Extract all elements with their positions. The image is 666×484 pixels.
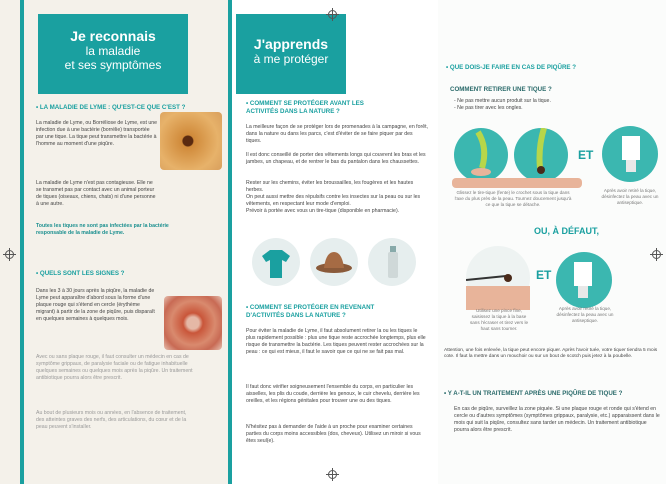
- panel1-section1-para1: La maladie de Lyme, ou Borréliose de Lym…: [36, 120, 158, 147]
- panel1-header-line1: Je reconnais: [70, 28, 156, 44]
- panel3-title: • QUE DOIS-JE FAIRE EN CAS DE PIQÛRE ?: [446, 64, 577, 71]
- skin-strip-1: [452, 178, 582, 188]
- panel1-section2-para1: Dans les 3 à 30 jours après la piqûre, l…: [36, 288, 155, 322]
- panel1-section2-para3: Au bout de plusieurs mois ou années, en …: [36, 410, 187, 430]
- tick-remover-illustration-2: [514, 127, 568, 182]
- panel3-note: Attention, une fois enlevée, la tique pe…: [444, 348, 658, 359]
- repellent-spray-icon: [368, 238, 416, 286]
- panel3-sub2: • Y A-T-IL UN TRAITEMENT APRÈS UNE PIQÛR…: [444, 390, 623, 397]
- hat-icon: [310, 238, 358, 286]
- panel2-section2-para2: Il faut donc vérifier soigneusement l'en…: [246, 384, 420, 404]
- panel2-header-line1: J'apprends: [253, 36, 329, 52]
- long-clothes-icon: [252, 238, 300, 286]
- panel3-bullet2: - Ne pas tirer avec les ongles.: [454, 105, 523, 111]
- panel2-section1-para4: On peut aussi mettre des répulsifs contr…: [246, 194, 421, 207]
- panel1-section1-para2: La maladie de Lyme n'est pas contagieuse…: [36, 180, 156, 207]
- panel2-section2-title: • COMMENT SE PROTÉGER EN REVENANT D'ACTI…: [246, 304, 375, 319]
- panel-what-to-do: • QUE DOIS-JE FAIRE EN CAS DE PIQÛRE ? C…: [438, 0, 666, 484]
- panel2-header: J'apprends à me protéger: [236, 14, 346, 94]
- panel3-sub1: COMMENT RETIRER UNE TIQUE ?: [450, 86, 552, 93]
- panel2-header-line2: à me protéger: [253, 52, 329, 66]
- panel2-section1-title: • COMMENT SE PROTÉGER AVANT LES ACTIVITÉ…: [246, 100, 364, 115]
- panel3-caption4: Après avoir retiré la tique, désinfectez…: [556, 306, 614, 323]
- panel-protection: J'apprends à me protéger • COMMENT SE PR…: [228, 0, 438, 484]
- panel2-section1-para5: Prévoir à portée avec vous un tire-tique…: [246, 208, 400, 214]
- panel3-caption1: Glissez le tire-tique (fente) le crochet…: [454, 190, 572, 207]
- tick-remover-illustration-1: [454, 128, 508, 182]
- panel3-caption3: Utilisez une pince fine, saisissez la ti…: [469, 308, 529, 331]
- panel2-stripe: [228, 0, 232, 484]
- panel3-sub2-para: En cas de piqûre, surveillez la zone piq…: [454, 406, 660, 433]
- registration-mark-top: [326, 8, 339, 21]
- antiseptic-illustration-1: [602, 126, 658, 182]
- registration-mark-bottom: [326, 468, 339, 481]
- panel2-section1-para1: La meilleure façon de se protéger lors d…: [246, 124, 428, 144]
- panel1-section2-para2: Avec ou sans plaque rouge, il faut consu…: [36, 354, 193, 381]
- panel1-section1-para3: Toutes les tiques ne sont pas infectées …: [36, 223, 169, 236]
- panel3-caption2: Après avoir retiré la tique, désinfectez…: [601, 188, 659, 205]
- panel1-header-line2: la maladie: [85, 44, 141, 58]
- panel1-header-line3: et ses symptômes: [64, 58, 162, 72]
- panel1-stripe: [20, 0, 24, 484]
- panel-symptoms: Je reconnais la maladie et ses symptômes…: [0, 0, 228, 484]
- registration-mark-right: [650, 248, 663, 261]
- panel2-section1-para3: Rester sur les chemins, éviter les brous…: [246, 180, 414, 193]
- panel2-section2-para1: Pour éviter la maladie de Lyme, il faut …: [246, 328, 426, 355]
- panel2-section1-para2: Il est donc conseillé de porter des vête…: [246, 152, 426, 165]
- antiseptic-illustration-2: [556, 252, 612, 308]
- panel3-et1: ET: [578, 148, 594, 162]
- erythema-migrans-photo: [164, 296, 222, 350]
- panel3-ou: OU, À DÉFAUT,: [534, 226, 600, 236]
- tick-on-skin-photo: [160, 112, 222, 170]
- registration-mark-left: [3, 248, 16, 261]
- panel2-section2-para3: N'hésitez pas à demander de l'aide à un …: [246, 424, 421, 444]
- panel3-et2: ET: [536, 268, 552, 282]
- panel1-section2-title: • QUELS SONT LES SIGNES ?: [36, 270, 125, 277]
- panel1-header: Je reconnais la maladie et ses symptômes: [38, 14, 188, 94]
- panel1-section1-title: • LA MALADIE DE LYME : QU'EST-CE QUE C'E…: [36, 104, 186, 111]
- panel3-bullet1: - Ne pas mettre aucun produit sur la tiq…: [454, 98, 551, 104]
- fine-tweezers-illustration: [465, 246, 530, 310]
